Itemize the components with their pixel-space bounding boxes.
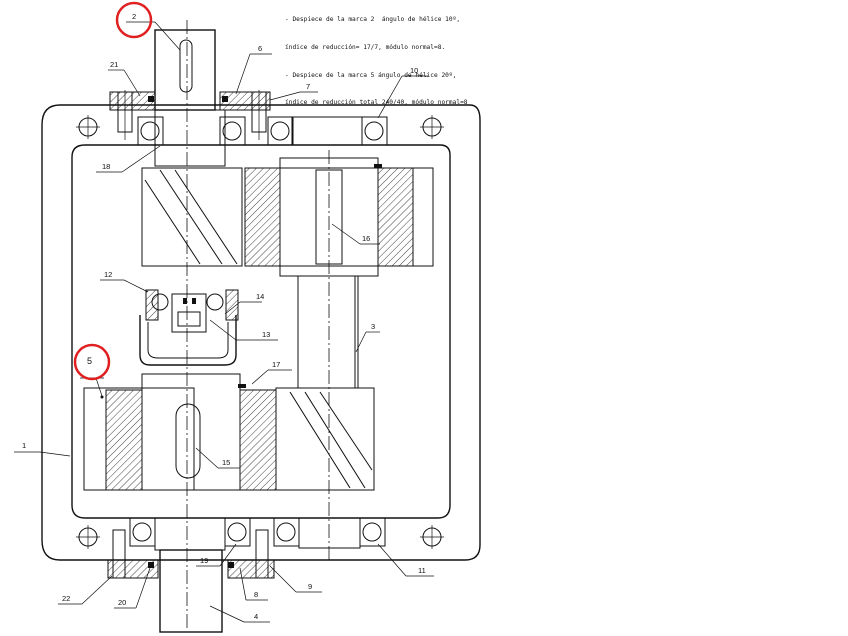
label-7: 7 xyxy=(306,82,310,91)
label-21: 21 xyxy=(110,60,118,69)
note-line-3: - Despiece de la marca 5 ángulo de hélic… xyxy=(285,71,457,79)
highlight-circle-2 xyxy=(115,1,153,39)
middle-bearing-housing xyxy=(139,289,239,366)
label-5: 5 xyxy=(87,356,92,366)
intermediate-shaft xyxy=(297,275,359,389)
label-14: 14 xyxy=(256,292,264,301)
bottom-bearings xyxy=(107,517,386,633)
label-11: 11 xyxy=(418,566,426,575)
housing xyxy=(41,104,481,561)
note-line-1: - Despiece de la marca 2 ángulo de hélic… xyxy=(285,16,461,24)
top-covers xyxy=(109,90,271,140)
lower-gear-pair xyxy=(83,373,375,491)
highlight-circle-5 xyxy=(73,343,111,381)
highlight-marks xyxy=(73,1,153,381)
label-10: 10 xyxy=(410,66,418,75)
label-1: 1 xyxy=(22,441,26,450)
note-line-4: índice de reducción total 240/40, módulo… xyxy=(285,99,468,107)
label-17: 17 xyxy=(272,360,280,369)
label-12: 12 xyxy=(104,270,112,279)
label-20: 20 xyxy=(118,598,126,607)
label-6: 6 xyxy=(258,44,262,53)
input-shaft xyxy=(154,20,226,630)
label-4: 4 xyxy=(254,612,258,621)
note-line-2: índice de reducción= 17/7, módulo normal… xyxy=(285,44,446,52)
label-2: 2 xyxy=(132,12,136,21)
label-18: 18 xyxy=(102,162,110,171)
label-8: 8 xyxy=(254,590,258,599)
label-15: 15 xyxy=(222,458,230,467)
upper-gear-pair xyxy=(141,150,434,560)
label-13: 13 xyxy=(262,330,270,339)
label-16: 16 xyxy=(362,234,370,243)
label-22: 22 xyxy=(62,594,70,603)
drawing-notes: - Despiece de la marca 2 ángulo de hélic… xyxy=(285,0,468,117)
label-19: 19 xyxy=(200,556,208,565)
top-bearings xyxy=(137,116,388,146)
label-3: 3 xyxy=(371,322,375,331)
label-9: 9 xyxy=(308,582,312,591)
